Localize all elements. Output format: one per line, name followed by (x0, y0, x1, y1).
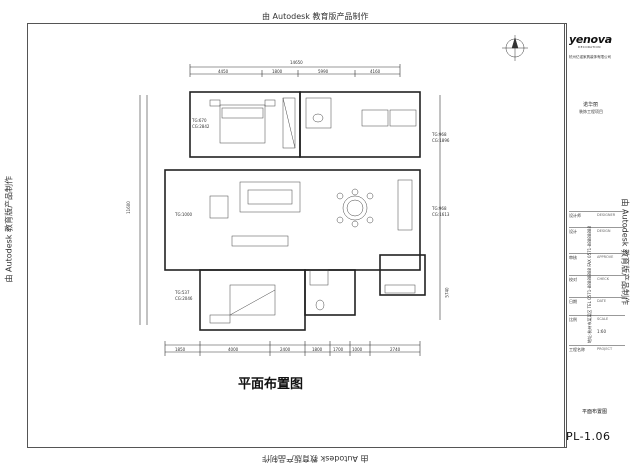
fridge-counter (397, 179, 413, 231)
room-sub-second-bedroom: CG:2046 (175, 296, 193, 301)
watermark-top: 由 Autodesk 教育版产品制作 (262, 12, 369, 21)
north-arrow (502, 35, 528, 61)
top-dimension-label: 14650 (290, 60, 303, 65)
bathroom-room (304, 269, 356, 316)
company-address: 地址:杭州市某某区 TEL 0571-88888888 FAX 0571-888… (587, 225, 592, 343)
drawing-number: PL-1.06 (566, 430, 611, 443)
dining-table (342, 195, 368, 221)
brand-subtitle: DECORATION (578, 45, 601, 49)
bottom-dim-3: 2400 (280, 347, 291, 352)
left-dimension-label: 11600 (125, 201, 131, 214)
room-label-living: TG:1000 (175, 212, 193, 217)
second-bedroom-room (199, 269, 306, 331)
balcony-room (379, 254, 426, 296)
top-dim-2: 1800 (272, 69, 283, 74)
room-sub-dining: CG:1613 (432, 212, 450, 217)
bottom-dim-6: 1000 (352, 347, 363, 352)
room-label-dining: TG:968 (432, 206, 447, 211)
room-label-second-bedroom: TG:537 (175, 290, 190, 295)
walls (164, 91, 426, 331)
kitchen-room (299, 91, 421, 158)
company-name: 杭州亿诺家具装饰有限公司 (569, 55, 611, 59)
top-dim-1: 4450 (218, 69, 229, 74)
title-block: yenova DECORATION 杭州亿诺家具装饰有限公司 诺华丽 装饰工程项… (564, 23, 628, 448)
scale-value: 1:60 (597, 329, 606, 334)
wardrobe (282, 97, 296, 149)
tv-cabinet (231, 235, 289, 247)
sofa (239, 181, 301, 213)
brand-logo: yenova (569, 33, 612, 46)
bottom-dim-4: 1800 (312, 347, 323, 352)
room-label-master-bedroom: TG:670 (192, 118, 207, 123)
plan-title: 平面布置图 (238, 377, 304, 392)
master-bed (219, 104, 266, 144)
bathroom-fixtures (305, 97, 332, 129)
bottom-dim-2: 4000 (228, 347, 239, 352)
room-sub-master-bedroom: CG:2842 (192, 124, 210, 129)
second-bed (229, 284, 276, 316)
project-subtitle: 装饰工程项目 (579, 109, 603, 114)
room-label-kitchen: TG:968 (432, 132, 447, 137)
sheet-name: 平面布置图 (582, 409, 608, 415)
bottom-dim-7: 2740 (390, 347, 401, 352)
room-sub-kitchen: CG:1896 (432, 138, 450, 143)
top-dim-3: 5990 (318, 69, 329, 74)
kitchen-counter (361, 109, 389, 127)
drawing-frame (27, 23, 567, 448)
right-dimension-label: 5740 (444, 287, 450, 298)
top-dim-4: 4160 (370, 69, 381, 74)
bottom-dim-1: 1850 (175, 347, 186, 352)
furniture (209, 97, 417, 324)
project-name: 诺华丽 (583, 102, 599, 108)
bottom-dim-5: 1700 (333, 347, 344, 352)
